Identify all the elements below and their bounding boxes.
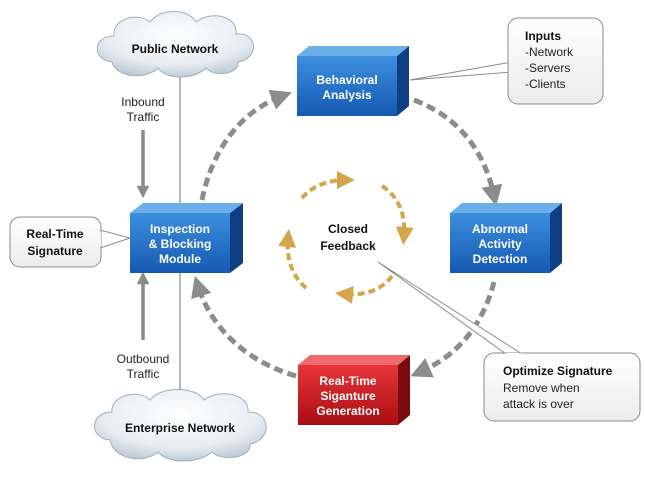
cycle-arrow-signature-to-inspection	[191, 275, 297, 379]
optimize-title: Optimize Signature	[503, 364, 613, 378]
abnormal-line-1: Abnormal	[472, 222, 528, 236]
inbound-line-2: Traffic	[127, 110, 160, 124]
behavioral-line-2: Analysis	[322, 88, 372, 102]
inputs-callout: Inputs -Network -Servers -Clients	[409, 17, 604, 105]
signature-gen-line-3: Generation	[316, 404, 379, 418]
public-network-label: Public Network	[132, 42, 219, 56]
abnormal-activity-module: Abnormal Activity Detection	[450, 203, 562, 273]
signature-gen-line-1: Real-Time	[319, 374, 376, 388]
outbound-traffic-label: Outbound Traffic	[117, 352, 170, 381]
signature-gen-line-2: Siganture	[320, 389, 376, 403]
behavioral-line-1: Behavioral	[316, 73, 377, 87]
cycle-arrow-behavioral-to-abnormal	[413, 97, 503, 207]
cycle-arrows	[191, 89, 503, 379]
abnormal-line-2: Activity	[478, 237, 522, 251]
public-network-cloud: Public Network	[96, 11, 254, 78]
closed-feedback-arrows	[278, 171, 414, 304]
inspection-line-3: Module	[159, 252, 201, 266]
realtime-signature-line-2: Signature	[27, 244, 83, 258]
inspection-line-1: Inspection	[150, 222, 210, 236]
inspection-blocking-module: Inspection & Blocking Module	[130, 203, 243, 273]
inspection-line-2: & Blocking	[149, 237, 212, 251]
behavioral-analysis-module: Behavioral Analysis	[297, 46, 409, 116]
inputs-item-clients: -Clients	[525, 77, 566, 91]
optimize-signature-callout: Optimize Signature Remove when attack is…	[377, 261, 641, 422]
cycle-arrow-inspection-to-behavioral	[199, 89, 292, 201]
closed-feedback-line-1: Closed	[328, 222, 368, 236]
enterprise-network-label: Enterprise Network	[125, 421, 235, 435]
outbound-line-2: Traffic	[127, 367, 160, 381]
enterprise-network-cloud: Enterprise Network	[94, 389, 267, 462]
inputs-title: Inputs	[525, 29, 561, 43]
closed-feedback-label: Closed Feedback	[320, 222, 376, 253]
feedback-arrow-top	[300, 171, 355, 200]
cycle-arrow-abnormal-to-signature	[410, 281, 497, 378]
optimize-line-1: Remove when	[503, 381, 580, 395]
inputs-item-servers: -Servers	[525, 61, 570, 75]
abnormal-line-3: Detection	[473, 252, 528, 266]
feedback-arrow-right	[380, 184, 414, 245]
inbound-traffic-label: Inbound Traffic	[121, 95, 164, 124]
realtime-signature-line-1: Real-Time	[26, 227, 83, 241]
closed-feedback-line-2: Feedback	[320, 239, 376, 253]
feedback-arrow-left	[278, 229, 308, 290]
inputs-item-network: -Network	[525, 45, 574, 59]
realtime-signature-callout: Real-Time Signature	[9, 216, 132, 268]
inbound-line-1: Inbound	[121, 95, 164, 109]
signature-generation-module: Real-Time Siganture Generation	[298, 355, 410, 425]
outbound-line-1: Outbound	[117, 352, 170, 366]
feedback-arrow-bottom	[335, 274, 394, 304]
optimize-line-2: attack is over	[503, 397, 574, 411]
